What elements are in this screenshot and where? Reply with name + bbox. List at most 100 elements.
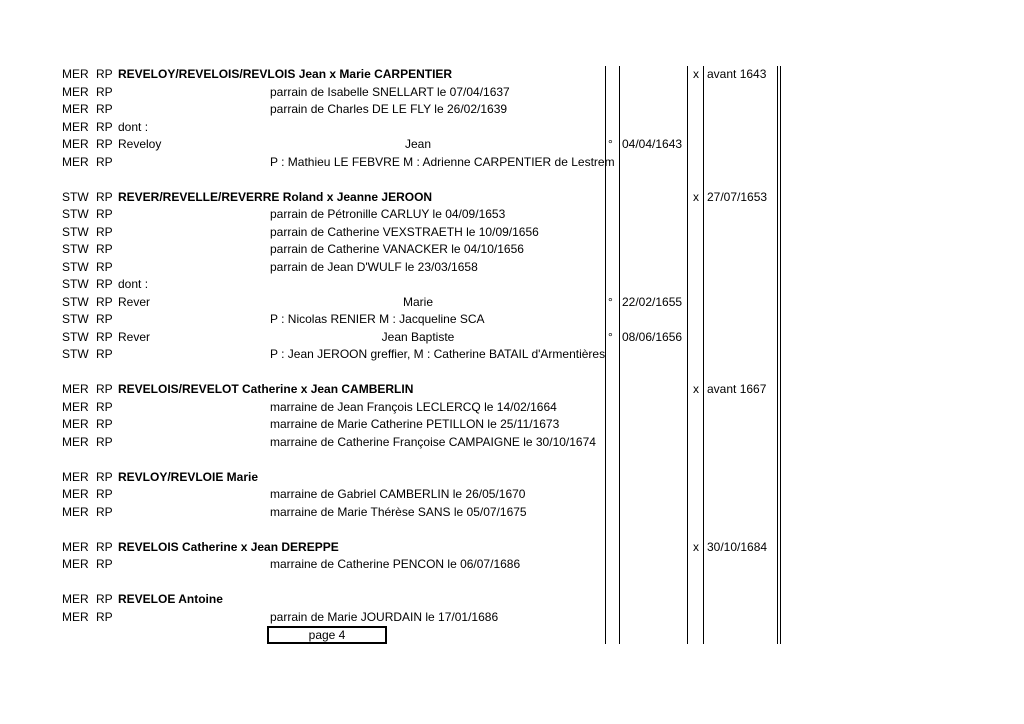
register-code: RP — [96, 260, 113, 274]
register-code: RP — [96, 312, 113, 326]
record-detail: parrain de Pétronille CARLUY le 04/09/16… — [270, 207, 506, 221]
location-code: STW — [62, 277, 89, 291]
record-detail: parrain de Jean D'WULF le 23/03/1658 — [270, 260, 478, 274]
location-code: MER — [62, 155, 89, 169]
record-row: MER RP REVELOIS/REVELOT Catherine x Jean C… — [0, 381, 1024, 398]
record-heading: REVELOIS/REVELOT Catherine x Jean CAMBER… — [118, 382, 414, 396]
register-code: RP — [96, 487, 113, 501]
record-detail: marraine de Jean François LECLERCQ le 14… — [270, 400, 557, 414]
column-divider — [703, 66, 704, 644]
record-heading: REVELOY/REVELOIS/REVLOIS Jean x Marie CA… — [118, 67, 453, 81]
register-code: RP — [96, 382, 113, 396]
register-code: RP — [96, 610, 113, 624]
location-code: MER — [62, 102, 89, 116]
record-row: MER RP parrain de Marie JOURDAIN le 17/01/… — [0, 609, 1024, 626]
location-code: MER — [62, 382, 89, 396]
birth-date: 04/04/1643 — [622, 137, 683, 151]
location-code: MER — [62, 435, 89, 449]
column-divider — [619, 66, 620, 644]
birth-date: 22/02/1655 — [622, 295, 683, 309]
record-detail: parrain de Catherine VANACKER le 04/10/1… — [270, 242, 524, 256]
record-heading: Rever — [118, 295, 151, 309]
location-code: MER — [62, 120, 89, 134]
record-heading: REVER/REVELLE/REVERRE Roland x Jeanne JE… — [118, 190, 433, 204]
marriage-date: avant 1643 — [707, 67, 767, 81]
location-code: MER — [62, 610, 89, 624]
location-code: STW — [62, 207, 89, 221]
location-code: STW — [62, 225, 89, 239]
record-detail: P : Jean JEROON greffier, M : Catherine … — [270, 347, 606, 361]
record-detail: parrain de Marie JOURDAIN le 17/01/1686 — [270, 610, 499, 624]
register-code: RP — [96, 67, 113, 81]
location-code: MER — [62, 417, 89, 431]
register-code: RP — [96, 207, 113, 221]
child-first-name: Jean Baptiste — [381, 330, 455, 344]
marriage-date: 30/10/1684 — [707, 540, 768, 554]
child-first-name: Jean — [404, 137, 432, 151]
record-heading: Reveloy — [118, 137, 162, 151]
location-code: MER — [62, 137, 89, 151]
record-row: MER RP marraine de Marie Catherine PETILLO… — [0, 416, 1024, 433]
register-code: RP — [96, 295, 113, 309]
birth-symbol: ° — [608, 137, 613, 151]
birth-symbol: ° — [608, 330, 613, 344]
record-detail: marraine de Marie Catherine PETILLON le … — [270, 417, 560, 431]
register-code: RP — [96, 540, 113, 554]
register-code: RP — [96, 592, 113, 606]
register-code: RP — [96, 137, 113, 151]
register-code: RP — [96, 505, 113, 519]
birth-date: 08/06/1656 — [622, 330, 683, 344]
location-code: STW — [62, 190, 89, 204]
marriage-date: avant 1667 — [707, 382, 767, 396]
record-detail: marraine de Catherine PENCON le 06/07/16… — [270, 557, 521, 571]
column-divider — [687, 66, 688, 644]
record-heading: dont : — [118, 277, 149, 291]
location-code: MER — [62, 487, 89, 501]
record-heading: REVLOY/REVLOIE Marie — [118, 470, 259, 484]
register-code: RP — [96, 330, 113, 344]
register-code: RP — [96, 417, 113, 431]
record-detail: P : Mathieu LE FEBVRE M : Adrienne CARPE… — [270, 155, 615, 169]
location-code: MER — [62, 470, 89, 484]
location-code: MER — [62, 540, 89, 554]
location-code: STW — [62, 347, 89, 361]
record-detail: marraine de Marie Thérèse SANS le 05/07/… — [270, 505, 527, 519]
birth-symbol: ° — [608, 295, 613, 309]
page-number: page 4 — [308, 628, 346, 642]
register-code: RP — [96, 225, 113, 239]
marriage-symbol: x — [693, 540, 699, 554]
record-heading: REVELOIS Catherine x Jean DEREPPE — [118, 540, 339, 554]
location-code: MER — [62, 85, 89, 99]
page-number-box: page 4 — [267, 626, 387, 644]
column-divider — [780, 66, 781, 644]
column-divider — [605, 66, 606, 644]
register-code: RP — [96, 102, 113, 116]
record-detail: marraine de Gabriel CAMBERLIN le 26/05/1… — [270, 487, 526, 501]
record-row: MER RP marraine de Gabriel CAMBERLIN le 26… — [0, 486, 1024, 503]
location-code: STW — [62, 260, 89, 274]
record-detail: parrain de Catherine VEXSTRAETH le 10/09… — [270, 225, 539, 239]
register-code: RP — [96, 470, 113, 484]
location-code: STW — [62, 295, 89, 309]
record-row: MER RP REVLOY/REVLOIE Marie — [0, 469, 1024, 486]
column-divider — [777, 66, 778, 644]
register-code: RP — [96, 155, 113, 169]
location-code: STW — [62, 312, 89, 326]
record-detail: parrain de Isabelle SNELLART le 07/04/16… — [270, 85, 510, 99]
register-code: RP — [96, 242, 113, 256]
register-code: RP — [96, 435, 113, 449]
record-heading: Rever — [118, 330, 151, 344]
